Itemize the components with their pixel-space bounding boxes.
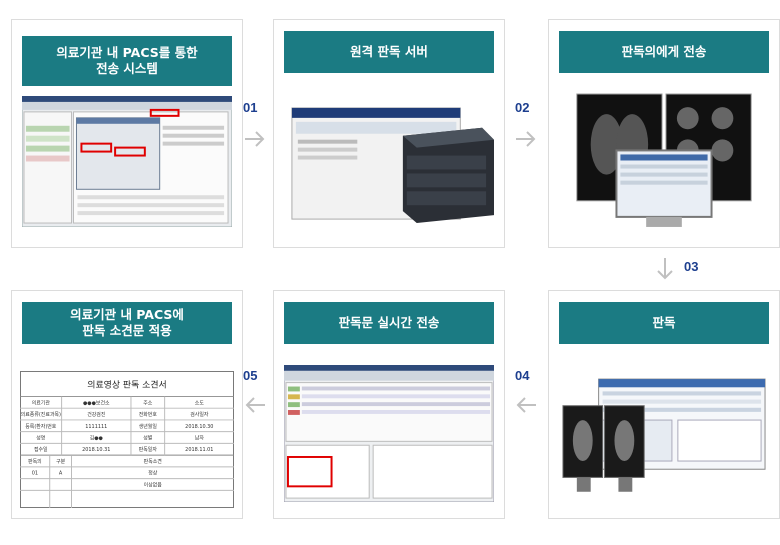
arrow-left-icon	[516, 397, 536, 413]
step-card-2: 원격 판독 서버	[273, 19, 505, 248]
arrow-left-icon	[245, 397, 265, 413]
report-label2-3: 성별	[143, 435, 153, 442]
monitors-xray-illustration	[559, 90, 769, 233]
report-table-head-0: 판독의	[28, 458, 42, 465]
report-label-0: 의료기관	[32, 399, 51, 406]
step-card-6: 의료기관 내 PACS에 판독 소견문 적용 의료영상 판독 소견서 의료기관 …	[11, 290, 243, 519]
step-number-02: 02	[515, 100, 530, 115]
report-value-1: 건강검진	[87, 411, 106, 418]
report-label-3: 성명	[36, 435, 45, 442]
reading-report-document: 의료영상 판독 소견서 의료기관 ●●●보건소 주소 소도 의료종류(진료과목)…	[20, 371, 234, 508]
report-label-4: 접수일	[34, 446, 48, 453]
arrow-right-icon	[245, 131, 265, 147]
report-value2-3: 남자	[195, 435, 205, 442]
arrow-down-icon	[657, 258, 673, 280]
report-value-4: 2018.10.31	[82, 447, 110, 453]
report-table-head-1: 구분	[56, 459, 66, 465]
report-table-cell-0-0: 01	[32, 471, 38, 477]
step-number-03: 03	[684, 259, 699, 274]
step-title-6: 의료기관 내 PACS에 판독 소견문 적용	[22, 302, 232, 344]
arrow-right-icon	[516, 131, 536, 147]
report-heading: 의료영상 판독 소견서	[87, 379, 166, 391]
step-title-5: 판독문 실시간 전송	[284, 302, 494, 344]
report-table-cell-0-2: 정상	[148, 470, 158, 477]
report-label-2: 등록(환자)번호	[25, 423, 57, 430]
step-title-1: 의료기관 내 PACS를 통한 전송 시스템	[22, 36, 232, 86]
report-label2-2: 생년월일	[139, 423, 158, 430]
step-title-4: 판독	[559, 302, 769, 344]
report-label2-4: 판독일자	[139, 446, 158, 453]
report-value2-1: 검사일자	[190, 411, 209, 418]
report-transfer-screenshot-illustration	[284, 365, 494, 502]
step-number-05: 05	[243, 368, 258, 383]
report-value2-4: 2018.11.01	[185, 447, 213, 453]
report-label2-0: 주소	[143, 400, 153, 406]
report-label-1: 의료종류(진료과목)	[21, 411, 61, 418]
step-title-2: 원격 판독 서버	[284, 31, 494, 73]
remote-server-illustration	[284, 100, 494, 231]
step-card-4: 판독	[548, 290, 780, 519]
step-card-5: 판독문 실시간 전송	[273, 290, 505, 519]
report-value-0: ●●●보건소	[83, 399, 110, 406]
report-value2-2: 2018.10.30	[185, 424, 213, 430]
step-number-04: 04	[515, 368, 530, 383]
step-title-3: 판독의에게 전송	[559, 31, 769, 73]
step-card-3: 판독의에게 전송	[548, 19, 780, 248]
step-number-01: 01	[243, 100, 258, 115]
report-label2-1: 전화번호	[139, 411, 158, 418]
reading-workstation-illustration	[559, 375, 769, 502]
report-value2-0: 소도	[195, 400, 205, 406]
pacs-screenshot-illustration	[22, 96, 232, 227]
report-table-cell-0-1: A	[59, 471, 63, 477]
step-card-1: 의료기관 내 PACS를 통한 전송 시스템	[11, 19, 243, 248]
report-table-cell-1-2: 이상없음	[144, 482, 163, 489]
report-value-3: 김●●	[90, 435, 104, 442]
report-table-head-2: 판독소견	[144, 458, 162, 465]
report-value-2: 1111111	[85, 424, 107, 430]
